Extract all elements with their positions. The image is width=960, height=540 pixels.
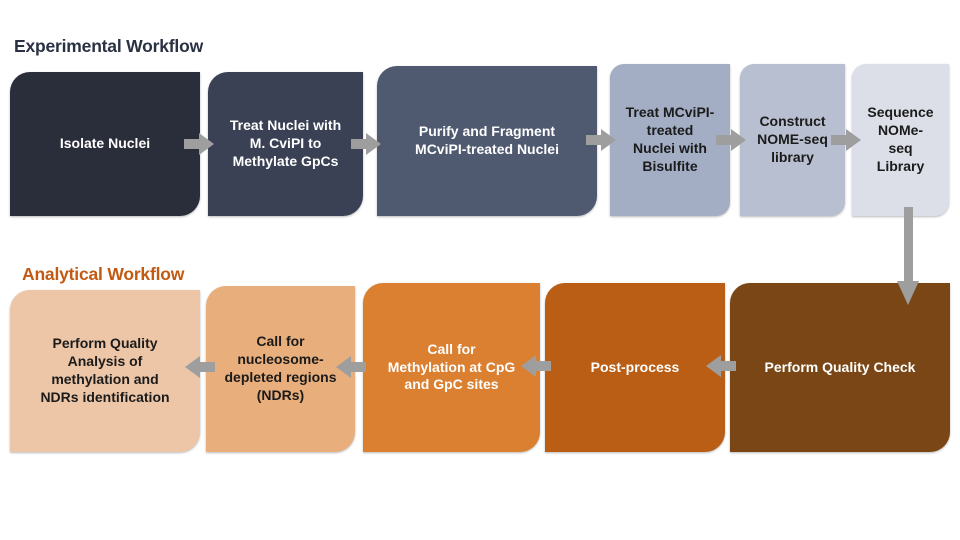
arrow-shaft (351, 139, 368, 149)
node-label: Sequence NOMe- seq Library (867, 104, 934, 174)
arrow-shaft (716, 135, 733, 145)
arrow-treat-to-purify (351, 133, 381, 155)
arrow-methylation-to-ndrs (336, 356, 366, 378)
arrow-head (336, 356, 351, 378)
arrow-head (731, 129, 746, 151)
node-isolate-nuclei[interactable]: Isolate Nuclei (10, 72, 200, 216)
node-perform-quality-check[interactable]: Perform Quality Check (730, 283, 950, 452)
node-label: Treat Nuclei with M. CviPI to Methylate … (229, 117, 342, 169)
arrow-shaft (198, 362, 215, 372)
arrow-head (706, 355, 721, 377)
arrow-head (521, 355, 536, 377)
arrow-head (185, 356, 200, 378)
node-treat-nuclei-mcvipi[interactable]: Treat Nuclei with M. CviPI to Methylate … (208, 72, 363, 216)
arrow-head (366, 133, 381, 155)
arrow-shaft (586, 135, 603, 145)
arrow-shaft (349, 362, 366, 372)
node-label: Construct NOME-seq library (757, 113, 828, 165)
arrow-shaft (719, 361, 736, 371)
node-treat-bisulfite[interactable]: Treat MCviPI- treated Nuclei with Bisulf… (610, 64, 730, 216)
arrow-shaft (184, 139, 201, 149)
arrow-bisulfite-to-construct (716, 129, 746, 151)
arrow-postprocess-to-methylation (521, 355, 551, 377)
arrow-head (897, 281, 919, 305)
node-label: Perform Quality Analysis of methylation … (40, 335, 170, 405)
node-call-ndrs[interactable]: Call for nucleosome- depleted regions (N… (206, 286, 355, 452)
arrow-head (846, 129, 861, 151)
node-label: Call for Methylation at CpG and GpC site… (387, 340, 516, 393)
node-label: Post-process (590, 358, 680, 375)
arrow-construct-to-sequence (831, 129, 861, 151)
arrow-isolate-to-treat (184, 133, 214, 155)
arrow-head (199, 133, 214, 155)
analytical-workflow-title: Analytical Workflow (22, 264, 185, 284)
arrow-quality-check-to-postprocess (706, 355, 736, 377)
node-label: Perform Quality Check (764, 358, 916, 375)
arrow-shaft (904, 207, 913, 285)
arrow-sequence-to-quality-check (897, 207, 920, 309)
node-sequence-library[interactable]: Sequence NOMe- seq Library (852, 64, 949, 216)
arrow-purify-to-bisulfite (586, 129, 616, 151)
node-perform-quality-analysis[interactable]: Perform Quality Analysis of methylation … (10, 290, 200, 452)
node-label: Treat MCviPI- treated Nuclei with Bisulf… (625, 104, 715, 174)
node-label: Isolate Nuclei (59, 135, 151, 152)
arrow-shaft (534, 361, 551, 371)
experimental-workflow-title: Experimental Workflow (14, 36, 203, 56)
arrow-shaft (831, 135, 848, 145)
node-call-methylation[interactable]: Call for Methylation at CpG and GpC site… (363, 283, 540, 452)
arrow-head (601, 129, 616, 151)
node-label: Call for nucleosome- depleted regions (N… (224, 333, 337, 403)
node-label: Purify and Fragment MCviPI-treated Nucle… (415, 123, 559, 157)
arrow-ndrs-to-quality-analysis (185, 356, 215, 378)
node-construct-library[interactable]: Construct NOME-seq library (740, 64, 845, 216)
node-purify-fragment[interactable]: Purify and Fragment MCviPI-treated Nucle… (377, 66, 597, 216)
node-post-process[interactable]: Post-process (545, 283, 725, 452)
